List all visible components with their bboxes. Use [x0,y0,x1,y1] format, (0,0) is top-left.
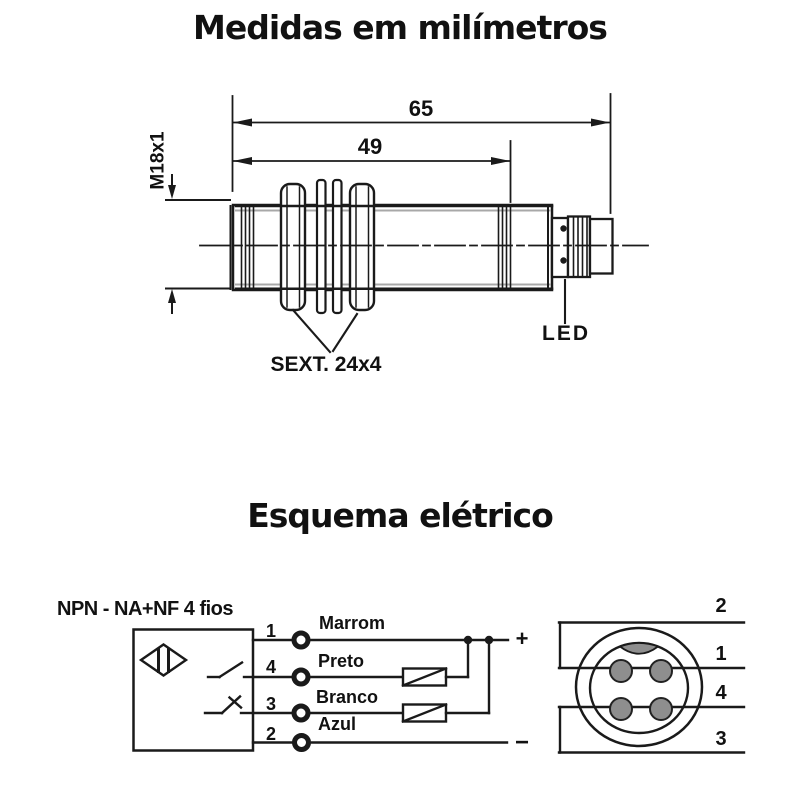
leader-lines [291,278,567,354]
wire-line-3 [251,638,491,724]
terminal-3 [291,703,311,723]
overall-length-label: 65 [408,96,434,121]
negative-terminal-label: − [514,729,529,756]
keyway-notch [618,642,660,655]
dimension-65 [232,118,611,127]
connector-pinout [557,621,746,754]
sensor-rear-connector [550,215,614,279]
hex-nut-1 [279,182,307,312]
wire-line-4 [251,638,470,688]
hex-nuts [234,178,554,315]
wire-4-name: Preto [318,651,365,671]
positive-terminal-label: + [515,626,529,651]
thread-hatch-left [240,205,255,290]
wire-4-pin: 4 [265,657,276,677]
hex-leader-right [331,312,359,353]
connector-pin-2-label: 2 [715,595,727,617]
wire-2-name: Azul [318,714,356,734]
wire-terminals [291,630,311,752]
dimension-49 [232,157,511,165]
pin-upper-right [649,659,673,683]
dimension-m18 [165,174,231,314]
connector-pins [609,659,673,721]
hex-leader-left [291,308,332,354]
circuit-type-label: NPN - NA+NF 4 fios [57,598,234,620]
connector-pin-1-label: 1 [715,643,727,665]
contact-nf [203,694,255,715]
wire-3-name: Branco [316,687,379,707]
mechanical-title: Medidas em milímetros [193,8,608,47]
sensor-barrel [229,203,554,292]
wiring-schematic [132,628,510,752]
terminal-2 [292,733,311,752]
connector-pin-4-label: 4 [715,682,727,704]
terminal-4 [291,667,311,687]
pin-lower-left [609,697,633,721]
hex-nut-2 [348,182,376,312]
connector-inner-circle [588,641,690,735]
washer-1 [315,178,327,315]
hex-size-label: SEXT. 24x4 [270,353,382,376]
terminal-1 [291,630,311,650]
pin-lower-right [649,697,673,721]
led-label: LED [542,322,590,345]
connector-pin-3-label: 3 [715,728,727,750]
led-dot-1 [560,225,567,232]
contact-na [206,660,255,679]
junction-dot-2 [484,635,494,645]
schematic-title: Esquema elétrico [247,496,554,535]
led-dot-2 [560,257,567,264]
pin-upper-left [609,659,633,683]
washer-2 [331,178,343,315]
proximity-sensor-symbol [138,643,189,677]
wire-2-pin: 2 [265,724,276,744]
extension-lines [231,93,612,214]
thread-hatch-right [497,205,512,290]
thread-length-label: 49 [357,134,383,159]
wire-1-pin: 1 [265,621,276,641]
thread-spec-label: M18x1 [147,131,169,190]
mechanical-drawing [165,93,649,354]
junction-dot-1 [463,635,473,645]
sensor-block [132,628,255,752]
wire-1-name: Marrom [319,613,386,633]
wire-3-pin: 3 [265,694,276,714]
